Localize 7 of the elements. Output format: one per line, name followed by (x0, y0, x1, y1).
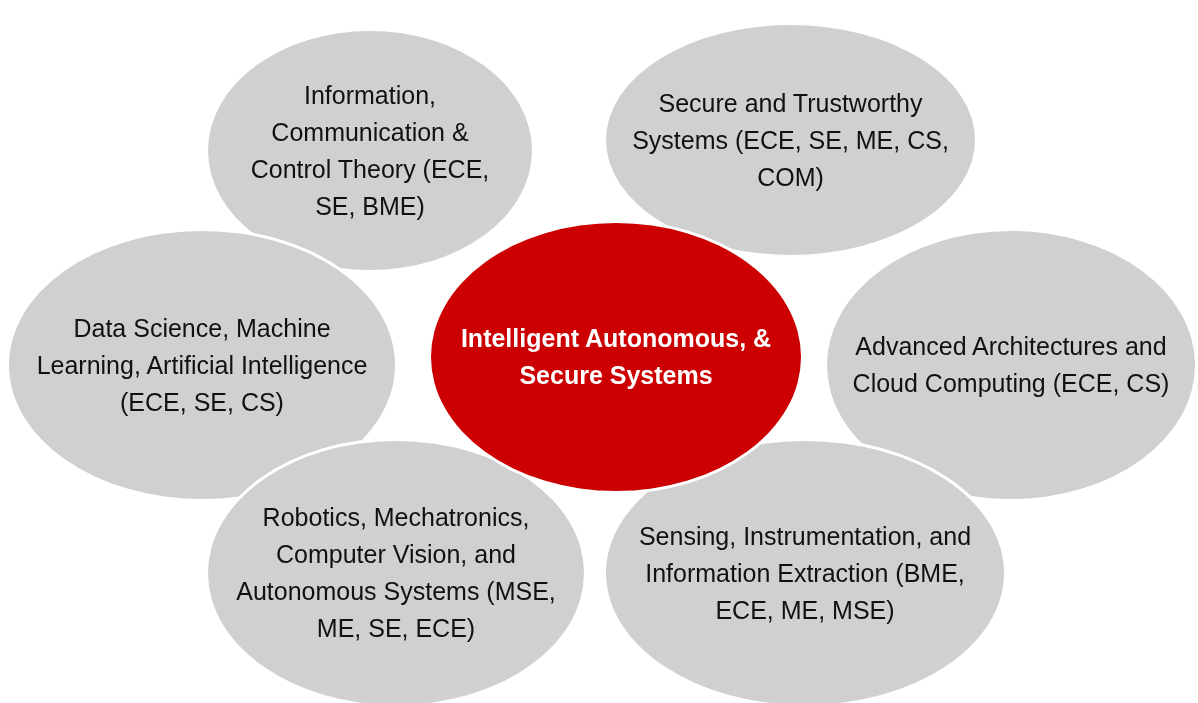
topic-label: Robotics, Mechatronics, Computer Vision, and Autonomous Systems (MSE, ME, SE, ECE) (235, 502, 557, 644)
topic-label: Sensing, Instrumentation, and Information Extraction (BME, ECE, ME, MSE) (637, 520, 973, 626)
central-topic-label: Intelligent Autonomous, & Secure Systems (459, 323, 773, 391)
topic-label: Data Science, Machine Learning, Artificial Intelligence (ECE, SE, CS) (35, 312, 369, 418)
topic-label: Information, Communication & Control Theory (ECE, SE, BME) (249, 79, 491, 222)
topic-label: Advanced Architectures and Cloud Computing (ECE, CS) (851, 331, 1171, 399)
topic-label: Secure and Trustworthy Systems (ECE, SE, ME, CS, COM) (631, 87, 950, 193)
